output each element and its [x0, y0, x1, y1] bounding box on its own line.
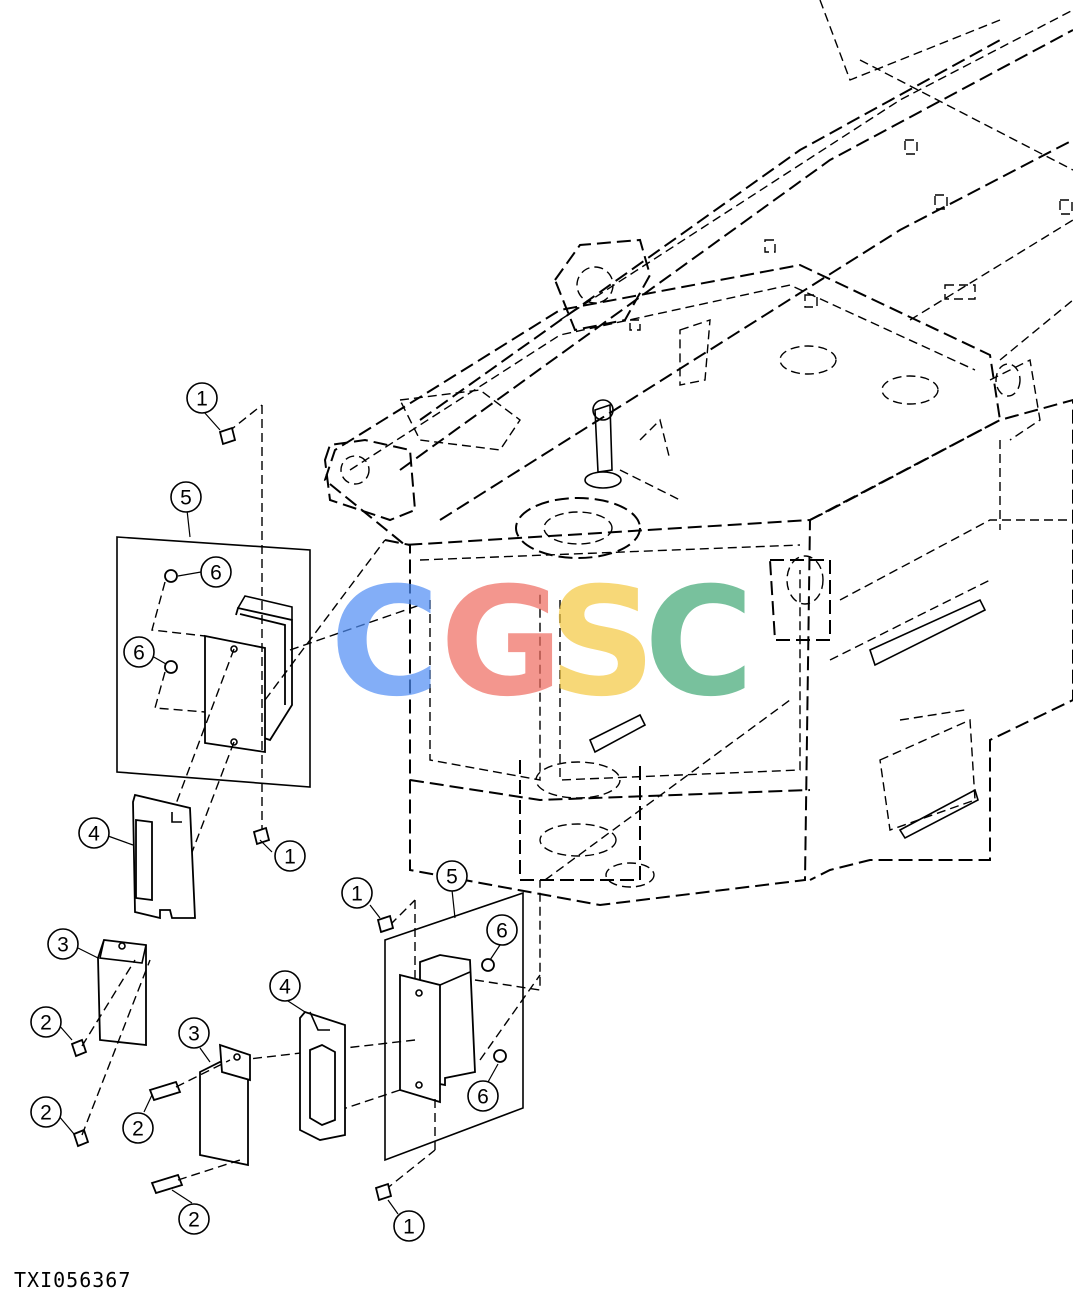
svg-text:6: 6	[133, 642, 145, 665]
svg-text:6: 6	[496, 920, 508, 943]
machine-frame	[323, 0, 1073, 907]
svg-text:6: 6	[477, 1086, 489, 1109]
lower-right-cover-assembly	[239, 699, 791, 1202]
figure-id: TXI056367	[14, 1268, 132, 1292]
callout: 3	[178, 1017, 210, 1049]
upper-seal-part-4	[132, 793, 196, 920]
callout: 4	[269, 970, 301, 1002]
svg-text:2: 2	[132, 1118, 144, 1141]
callout: 1	[186, 382, 218, 414]
svg-text:1: 1	[284, 846, 296, 869]
callout: 1	[341, 877, 373, 909]
callout-leaders	[57, 411, 501, 1215]
callout: 3	[47, 928, 79, 960]
svg-text:4: 4	[279, 976, 291, 999]
callout: 2	[122, 1112, 154, 1144]
svg-text:4: 4	[88, 823, 100, 846]
callout: 6	[486, 914, 518, 946]
svg-text:3: 3	[188, 1023, 200, 1046]
callout: 4	[78, 817, 110, 849]
lower-cover-part-3	[148, 1043, 251, 1195]
callout: 6	[467, 1080, 499, 1112]
callout: 5	[170, 481, 202, 513]
upper-left-cover-assembly	[116, 404, 421, 911]
svg-text:5: 5	[180, 487, 192, 510]
callout: 1	[393, 1210, 425, 1242]
watermark-letter-c2: C	[644, 556, 754, 730]
svg-text:2: 2	[40, 1012, 52, 1035]
lower-seal-part-4	[299, 1010, 346, 1141]
callout: 6	[123, 636, 155, 668]
watermark: C G S C	[330, 556, 754, 730]
callout: 6	[200, 556, 232, 588]
watermark-letter-c1: C	[330, 556, 440, 730]
watermark-letter-g: G	[440, 556, 563, 730]
svg-text:2: 2	[188, 1209, 200, 1232]
callout: 5	[436, 860, 468, 892]
callout: 2	[178, 1203, 210, 1235]
watermark-letter-s: S	[548, 556, 656, 730]
callout: 1	[274, 840, 306, 872]
callouts: 1 5 6 6 4 1 3 2 2 1 5 6 4 3 6 2 2 1	[30, 382, 518, 1242]
callout: 2	[30, 1096, 62, 1128]
svg-text:1: 1	[196, 388, 208, 411]
upper-cover-part-3	[70, 939, 151, 1148]
svg-text:2: 2	[40, 1102, 52, 1125]
svg-text:1: 1	[351, 883, 363, 906]
svg-text:6: 6	[210, 562, 222, 585]
callout: 2	[30, 1006, 62, 1038]
svg-text:5: 5	[446, 866, 458, 889]
svg-text:1: 1	[403, 1216, 415, 1239]
svg-text:3: 3	[57, 934, 69, 957]
